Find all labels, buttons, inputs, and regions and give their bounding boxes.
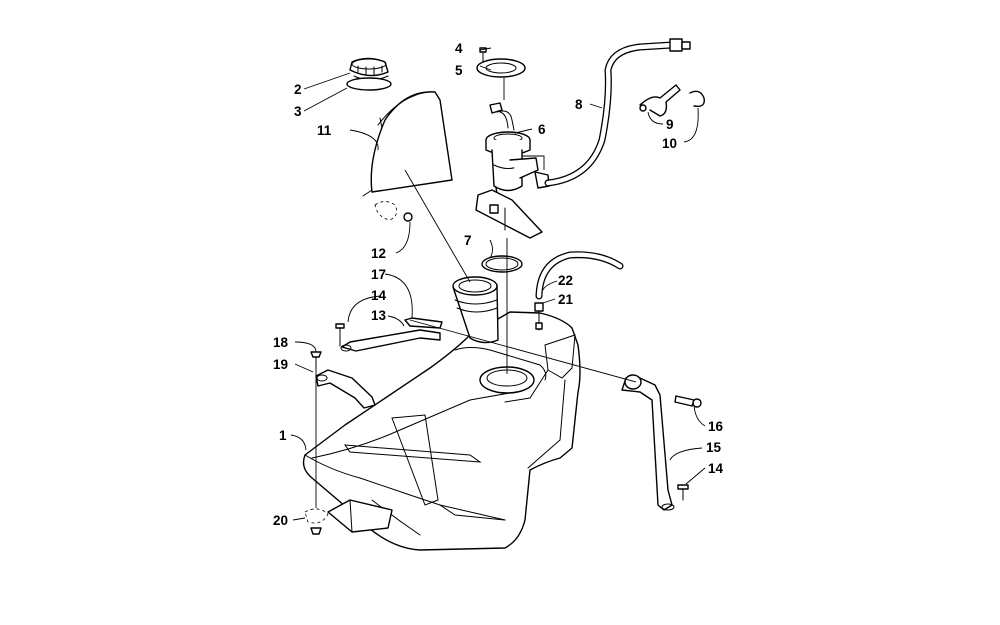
fuel-hose: [544, 38, 691, 187]
strap-bolt: [677, 484, 689, 501]
callout-labels: 1 2 3 4 5 6 7 8 9 10 11 12 13 14 14 15 1…: [273, 41, 724, 528]
callout-6: 6: [538, 122, 546, 137]
callout-4: 4: [455, 41, 463, 56]
o-ring: [481, 255, 523, 273]
callout-13: 13: [371, 308, 387, 323]
assembly-lines: [315, 78, 637, 508]
callout-18: 18: [273, 335, 289, 350]
callout-10: 10: [662, 136, 677, 151]
hose-bracket: [639, 84, 681, 117]
callout-9: 9: [666, 117, 674, 132]
fuel-tank: [302, 276, 581, 551]
hose-clamp: [689, 90, 705, 108]
vent-hose: [535, 251, 624, 300]
front-strap: [335, 323, 441, 352]
callout-15: 15: [706, 440, 722, 455]
clip: [374, 201, 413, 222]
callout-21: 21: [558, 292, 574, 307]
heat-shield: [362, 91, 453, 197]
callout-22: 22: [558, 273, 573, 288]
retaining-plate: [476, 58, 526, 78]
callout-1: 1: [279, 428, 287, 443]
screw: [310, 351, 322, 371]
cap-gasket: [346, 77, 392, 91]
callout-16: 16: [708, 419, 724, 434]
tank-bolt: [674, 395, 702, 408]
callout-14-lower: 14: [708, 461, 724, 476]
mount-rod: [404, 317, 443, 329]
callout-20: 20: [273, 513, 288, 528]
callout-17: 17: [371, 267, 386, 282]
callout-5: 5: [455, 63, 463, 78]
callout-8: 8: [575, 97, 583, 112]
callout-leaders: [290, 47, 706, 521]
fuel-pump-assembly: [475, 102, 550, 239]
rear-strap: [621, 374, 675, 511]
rubber-mount: [304, 508, 329, 535]
vent-fitting: [534, 302, 544, 331]
callout-7: 7: [464, 233, 472, 248]
fuel-cap: [349, 57, 389, 81]
callout-12: 12: [371, 246, 386, 261]
callout-14-upper: 14: [371, 288, 387, 303]
side-strap: [315, 369, 376, 409]
callout-19: 19: [273, 357, 288, 372]
callout-11: 11: [317, 123, 332, 138]
callout-2: 2: [294, 82, 302, 97]
callout-3: 3: [294, 104, 302, 119]
